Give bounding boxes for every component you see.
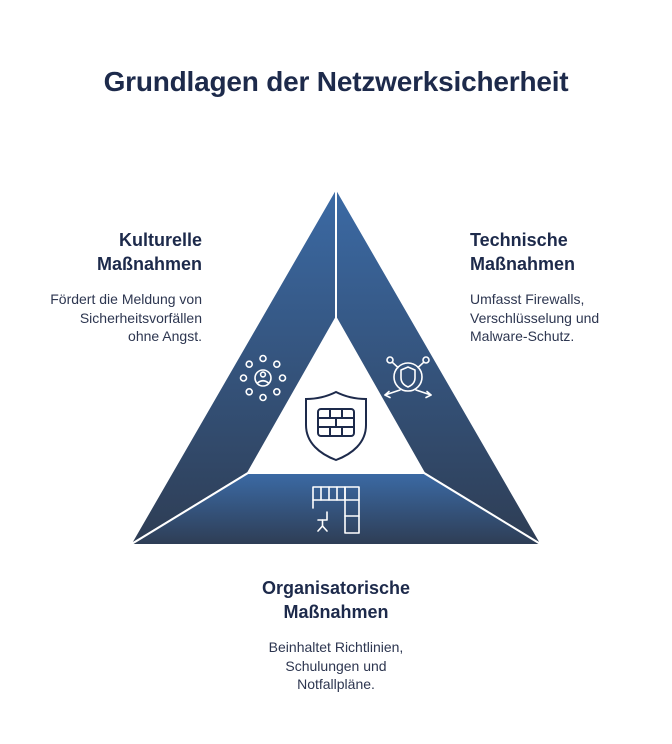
organizational-heading: Organisatorische Maßnahmen [186,576,486,624]
heading-line: Maßnahmen [470,254,576,274]
description-line: Umfasst Firewalls, [470,291,585,307]
cultural-measures-block: Kulturelle Maßnahmen Fördert die Meldung… [20,228,202,346]
people-network-icon [239,354,287,402]
technical-description: Umfasst Firewalls, Verschlüsselung und M… [470,290,660,346]
description-line: Beinhaltet Richtlinien, [268,639,404,655]
description-line: Sicherheitsvorfällen [79,309,202,326]
description-line: Fördert die Meldung von [50,291,202,307]
diagram-title: Grundlagen der Netzwerksicherheit [103,66,569,97]
floor-plan-icon [312,486,360,534]
heading-line: Kulturelle [118,230,202,250]
technical-heading: Technische Maßnahmen [470,228,660,276]
cultural-heading: Kulturelle Maßnahmen [20,228,202,276]
heading-line: Technische [470,230,568,250]
description-line: Verschlüsselung und [470,309,600,326]
description-line: Notfallpläne. [297,676,375,692]
shield-network-icon [384,356,432,399]
description-line: ohne Angst. [128,328,202,344]
heading-line: Organisatorische [261,578,411,598]
description-line: Schulungen und [285,657,387,674]
cultural-description: Fördert die Meldung von Sicherheitsvorfä… [20,290,202,346]
organizational-measures-block: Organisatorische Maßnahmen Beinhaltet Ri… [186,576,486,694]
heading-line: Maßnahmen [96,254,202,274]
technical-measures-block: Technische Maßnahmen Umfasst Firewalls, … [470,228,660,346]
segment-organizational [129,472,543,546]
description-line: Malware-Schutz. [470,328,575,344]
organizational-description: Beinhaltet Richtlinien, Schulungen und N… [186,638,486,694]
firewall-shield-icon [305,390,367,462]
heading-line: Maßnahmen [283,602,389,622]
